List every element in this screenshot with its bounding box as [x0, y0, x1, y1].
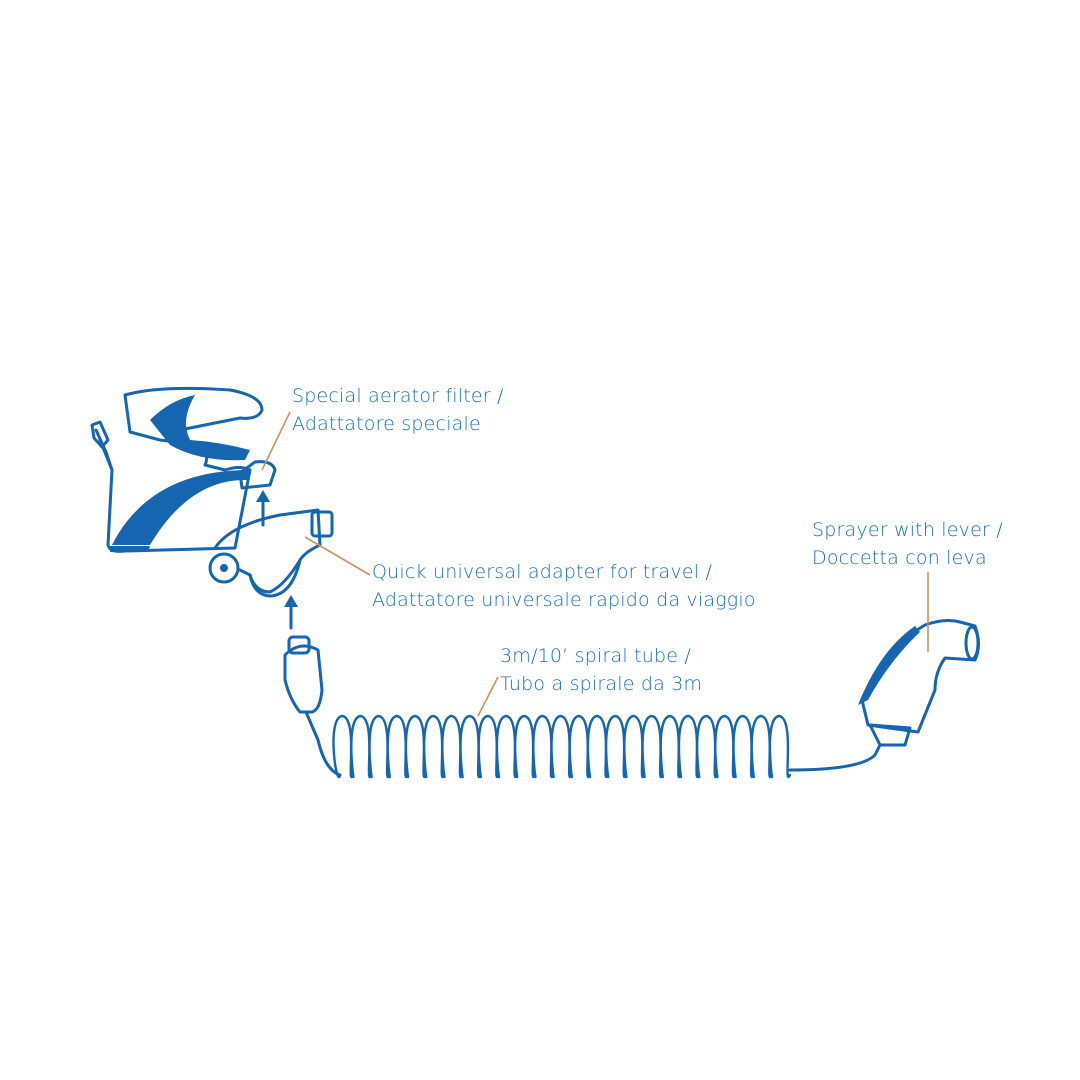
arrows	[256, 490, 298, 630]
sprayer-label-en: Sprayer with lever /	[812, 519, 1003, 541]
sprayer-illustration	[788, 619, 980, 772]
aerator-label-en: Special aerator filter /	[292, 385, 504, 407]
aerator-filter-label: Special aerator filter / Adattatore spec…	[292, 382, 504, 438]
faucet-illustration	[90, 386, 277, 553]
aerator-label-it: Adattatore speciale	[292, 413, 481, 435]
spiral-tube-coil	[332, 714, 792, 779]
sprayer-label-it: Doccetta con leva	[812, 547, 987, 569]
adapter-label-it: Adattatore universale rapido da viaggio	[372, 589, 756, 611]
connector-illustration	[283, 635, 342, 777]
tube-label-it: Tubo a spirale da 3m	[500, 673, 703, 695]
leader-lines	[261, 411, 929, 717]
adapter-illustration	[208, 508, 334, 598]
tube-label-en: 3m/10’ spiral tube /	[500, 645, 691, 667]
tube-label: 3m/10’ spiral tube / Tubo a spirale da 3…	[500, 642, 702, 698]
sprayer-label: Sprayer with lever / Doccetta con leva	[812, 516, 1003, 572]
adapter-label: Quick universal adapter for travel / Ada…	[372, 558, 756, 614]
adapter-label-en: Quick universal adapter for travel /	[372, 561, 713, 583]
spiral-tube	[332, 714, 792, 779]
